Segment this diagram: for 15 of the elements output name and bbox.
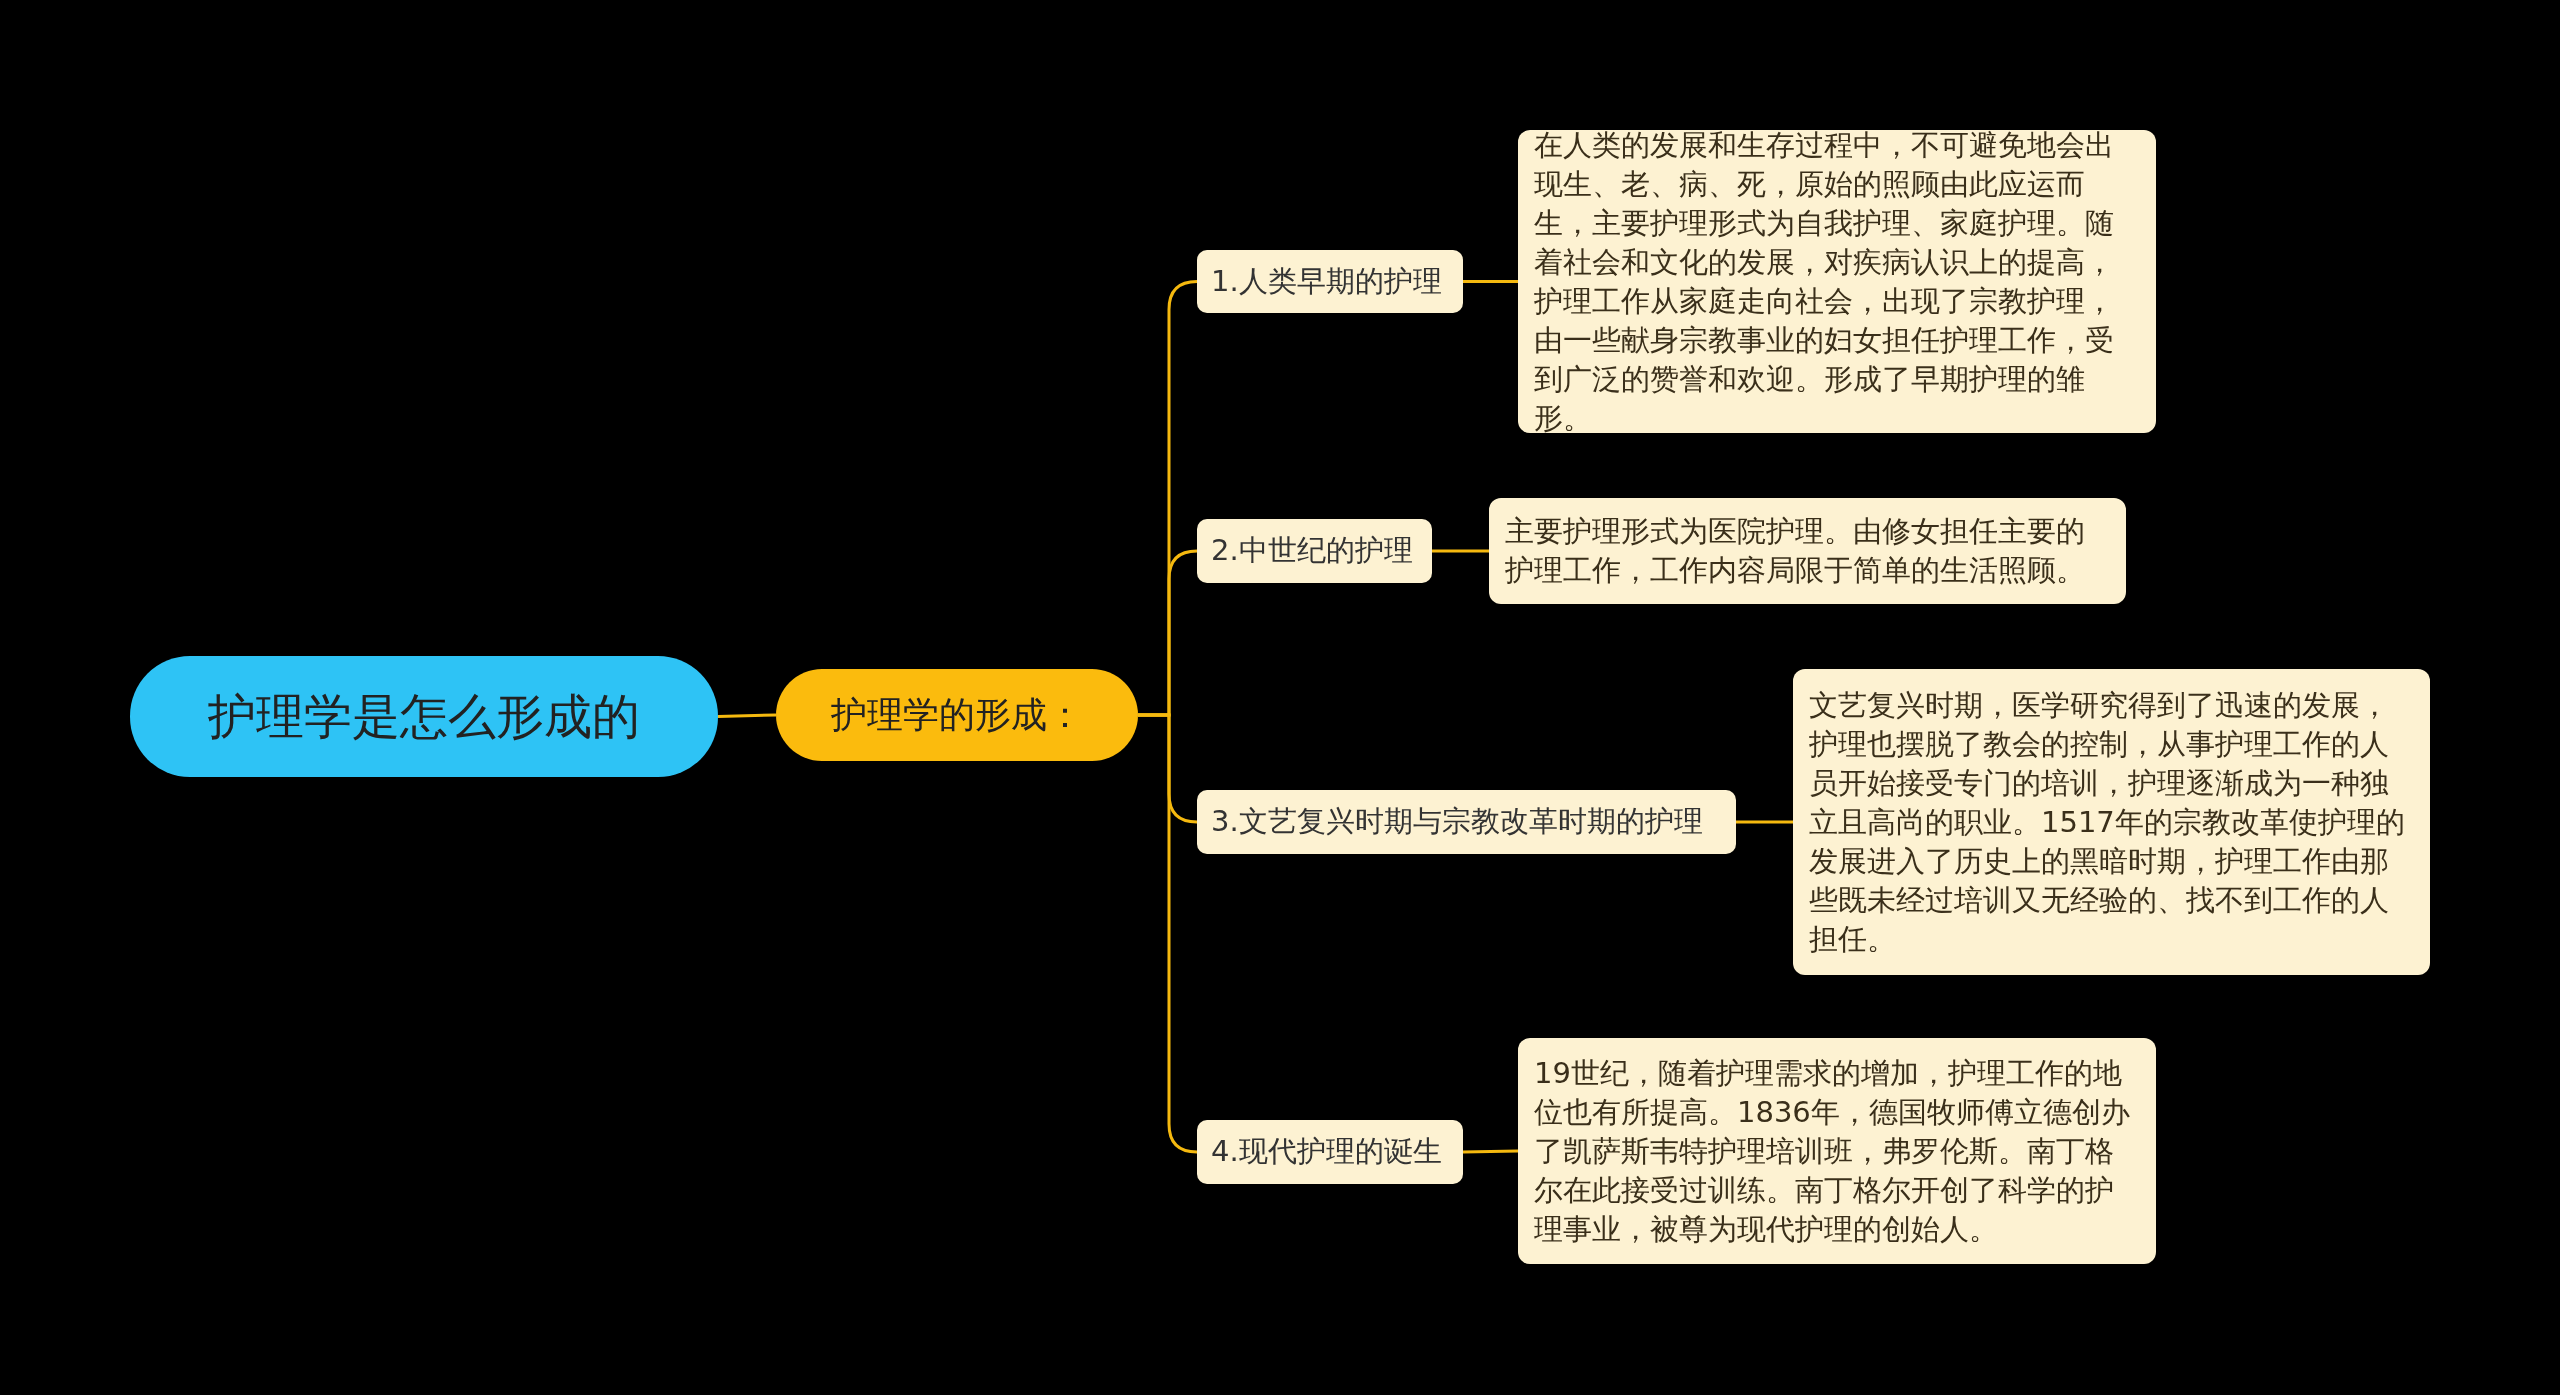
connector-line	[1462, 1149, 1519, 1154]
main-topic: 护理学的形成：	[776, 669, 1138, 761]
detail-box: 在人类的发展和生存过程中，不可避免地会出现生、老、病、死，原始的照顾由此应运而生，主要护理形式为自我护理、家庭护理。随着社会和文化的发展，对疾病认识上的提高，护理工作从家庭走向社会，出现了宗教护理，由一些献身宗教事业的妇女担任护理工作，受到广泛的赞誉和欢迎。形成了早期护理的雏形。	[1518, 130, 2156, 433]
subtopic-box: 2.中世纪的护理	[1197, 519, 1432, 583]
subtopic-box: 1.人类早期的护理	[1197, 250, 1463, 313]
detail-box: 19世纪，随着护理需求的增加，护理工作的地位也有所提高。1836年，德国牧师傅立德创办了凯萨斯韦特护理培训班，弗罗伦斯。南丁格尔在此接受过训练。南丁格尔开创了科学的护理事业，被尊为现代护理的创始人。	[1518, 1038, 2156, 1264]
subtopic-box: 3.文艺复兴时期与宗教改革时期的护理	[1197, 790, 1736, 854]
central-topic: 护理学是怎么形成的	[130, 656, 718, 777]
connector-line	[1432, 549, 1489, 553]
connector-line	[717, 713, 777, 718]
connector-line	[1463, 280, 1518, 283]
detail-box: 文艺复兴时期，医学研究得到了迅速的发展，护理也摆脱了教会的控制，从事护理工作的人员开始接受专门的培训，护理逐渐成为一种独立且高尚的职业。1517年的宗教改革使护理的发展进入了历史上的黑暗时期，护理工作由那些既未经过培训又无经验的、找不到工作的人担任。	[1793, 669, 2430, 975]
connector-line	[1736, 820, 1793, 824]
subtopic-box: 4.现代护理的诞生	[1197, 1120, 1463, 1184]
detail-box: 主要护理形式为医院护理。由修女担任主要的护理工作，工作内容局限于简单的生活照顾。	[1489, 498, 2126, 604]
